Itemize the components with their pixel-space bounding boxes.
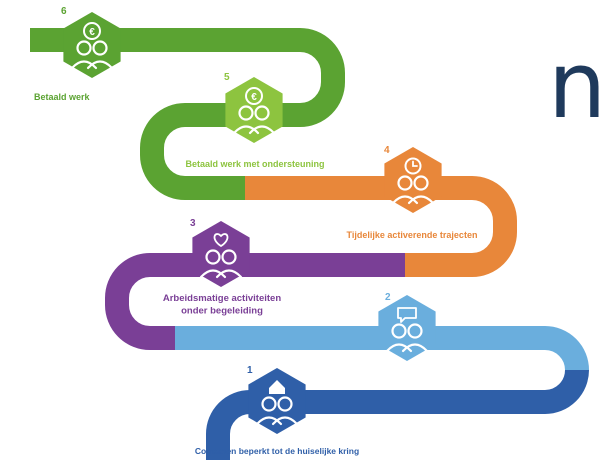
step-badge-3: 3 [190,218,250,287]
step-number-1: 1 [247,365,253,376]
step-badge-5: €5 [224,72,283,143]
step-number-4: 4 [384,145,390,156]
svg-text:€: € [251,92,257,103]
step-label-1: Contacten beperkt tot de huiselijke krin… [195,446,359,456]
step-number-5: 5 [224,72,230,83]
house-icon [269,380,285,394]
step-number-2: 2 [385,292,391,303]
svg-text:€: € [89,27,95,38]
speech-bubble-icon [397,307,417,323]
step-label-4: Tijdelijke activerende trajecten [347,230,478,240]
road-segment-4 [245,176,517,277]
step-number-3: 3 [190,218,196,229]
heart-hands-icon [213,233,229,248]
euro-coin-icon: € [83,22,101,40]
step-label-5: Betaald werk met ondersteuning [185,159,324,169]
clock-icon [404,157,422,175]
euro-coin-icon: € [245,87,263,105]
step-badge-2: 2 [378,292,436,361]
step-label-2: Sociale contacten buitenshuis [343,367,473,377]
step-badge-4: 4 [384,145,442,213]
step-badge-1: 1 [247,365,306,434]
step-label-6: Betaald werk [34,92,91,102]
winding-road [30,28,589,460]
road-segment-2 [175,326,589,371]
step-number-6: 6 [61,6,67,17]
step-badge-6: €6 [61,6,121,78]
heading-fragment: n [548,32,607,139]
road-segment-3 [105,253,405,350]
